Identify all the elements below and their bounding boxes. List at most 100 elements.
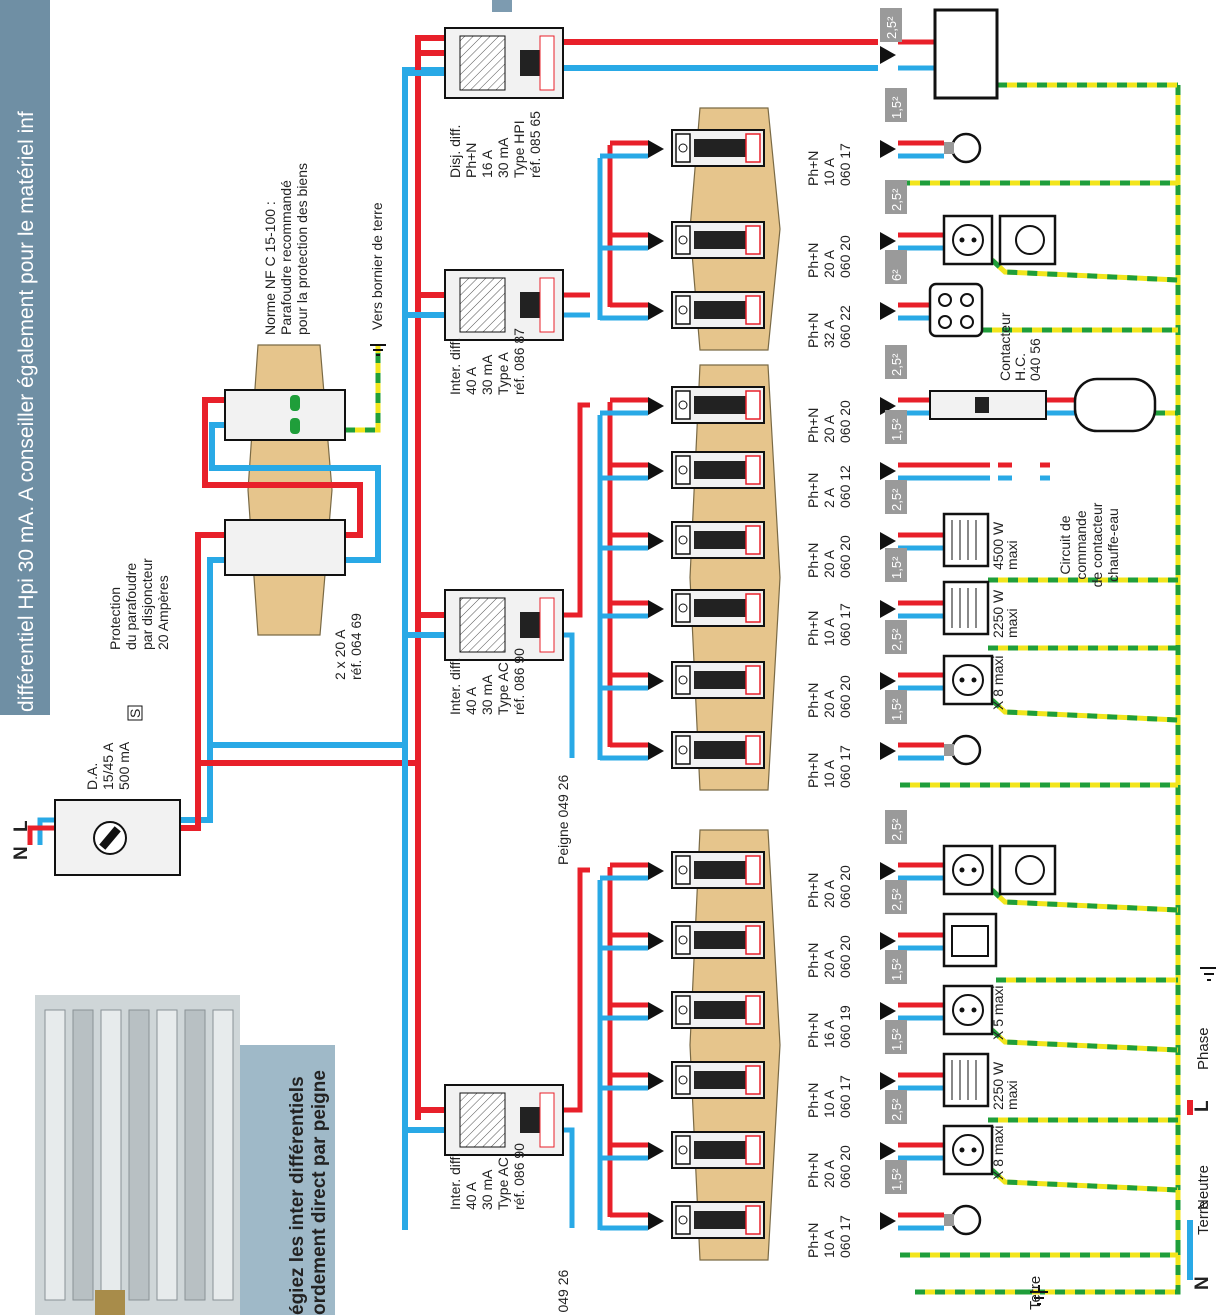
r4-c4-specs-line: Ph+N [805, 1153, 821, 1188]
main-breaker-badge-line: S [127, 709, 143, 718]
r4-c0-drum [1015, 855, 1045, 885]
rcd-r3-label-line: Inter. diff. [447, 658, 463, 715]
r4-c0-breaker-toggle [694, 861, 746, 879]
photo-module [72, 1009, 94, 1301]
photo-module [100, 1009, 122, 1301]
rcd-r4-label-line: 40 A [463, 1181, 479, 1210]
surge-norm-note-line: pour la protection des biens [294, 163, 310, 335]
r3-c4-gauge-value: 2,5² [889, 628, 904, 651]
r3-c0-breaker-flag [745, 390, 761, 420]
r2-c0-specs-line: 10 A [821, 157, 837, 186]
r4-c4-breaker-screw [678, 1145, 688, 1155]
legend-neutre-line: Neutre [1195, 1165, 1212, 1210]
r4-c2-earth-stripe [990, 1028, 1179, 1053]
r4-c0-gauge [885, 810, 907, 844]
r3-c1-breaker-toggle [694, 461, 746, 479]
rcd-r2-label-line: 40 A [463, 366, 479, 395]
r4-c0-breaker-screw [678, 865, 688, 875]
legend-phase: Phase [1195, 1027, 1212, 1070]
r4-c1-specs-line: Ph+N [805, 943, 821, 978]
r4-c4-gauge-text: 2,5² [889, 1098, 904, 1121]
peigne-r3-label-line: Peigne 049 26 [555, 774, 571, 865]
r3-c5-specs-line: 10 A [821, 759, 837, 788]
r3-c0-gauge [885, 345, 907, 379]
r4-c3-arrow-out [880, 1072, 896, 1090]
r3-c2-breaker-toggle [694, 531, 746, 549]
rcd-r2-body [459, 277, 506, 333]
r2-c2-gauge-value: 6² [889, 269, 904, 281]
earth-main-bus-stripe [915, 85, 1181, 1295]
r4-c3-breaker-screw [678, 1075, 688, 1085]
r2-c2-burner [938, 293, 952, 307]
r3-c2-specs-line: Ph+N [805, 543, 821, 578]
r3-c4-note: X 8 maxi [990, 656, 1006, 710]
r3-c0-breaker-screw [678, 400, 688, 410]
r3-c0-arrow-out [880, 397, 896, 415]
r4-c3-breaker-term [675, 1065, 691, 1095]
r2-c0-breaker-term [675, 133, 691, 163]
r3-c5-breaker-screw [678, 745, 688, 755]
r3-c0-specs-line: 060 20 [837, 400, 853, 443]
phase-bus-main [180, 760, 418, 831]
r4-c0-specs-line: 060 20 [837, 865, 853, 908]
r2-c0-breaker-screw [678, 143, 688, 153]
rcd-r3-label-line: 30 mA [479, 674, 495, 715]
r2-c2-gauge-text: 6² [889, 269, 904, 281]
r3-c4-gauge-text: 2,5² [889, 628, 904, 651]
control-circuit-label-line: chauffe-eau [1105, 508, 1121, 582]
surge-norm-note-line: Parafoudre recommandé [278, 180, 294, 335]
r3-c2-breaker-flag [745, 525, 761, 555]
r4-c0-socket-face [952, 854, 984, 886]
r3-c3-heater-icon [942, 580, 990, 636]
main-breaker-badge: S [127, 709, 143, 718]
r2-c2-specs-line: 060 22 [837, 305, 853, 348]
r3-c2-breaker-term [675, 525, 691, 555]
r3-c4-arrow-in [648, 672, 664, 690]
surge-norm-note-line: Norme NF C 15-100 : [262, 201, 278, 335]
r4-c2-note-line: X 5 maxi [990, 986, 1006, 1040]
r2-c1-pin-a [959, 237, 965, 243]
r4-c1-gauge-value: 2,5² [889, 888, 904, 911]
r2-c2-arrow-out [880, 302, 896, 320]
r3-c5-breaker-flag [745, 735, 761, 765]
hpi-arrow [880, 46, 896, 64]
r2-c2-cooktop-icon [928, 282, 984, 338]
main-breaker-handle [99, 826, 121, 850]
r4-c1-breaker-flag [745, 925, 761, 955]
r2-c2-burner [938, 315, 952, 329]
r4-c2-breaker-toggle [694, 1001, 746, 1019]
r4-c5-breaker-screw [678, 1215, 688, 1225]
r3-c4-breaker-term [675, 665, 691, 695]
contactor-label-line: Contacteur [997, 312, 1013, 381]
r3-c1-breaker-flag [745, 455, 761, 485]
r3-c4-specs-line: 20 A [821, 689, 837, 718]
photo-rail [95, 1290, 125, 1315]
legend-terre-top: Terre [1195, 1201, 1212, 1235]
r3-c5-bulb-icon [950, 734, 982, 766]
surge-neutral-link [209, 422, 381, 563]
r4-c2-gauge [885, 950, 907, 984]
r4-c1-gauge [885, 880, 907, 914]
r3-c3-gauge [885, 548, 907, 582]
control-circuit-label-line: de contacteur [1089, 502, 1105, 587]
r4-c5-bulb-base [944, 1214, 954, 1226]
surge-breaker-ref-line: réf. 064 69 [348, 613, 364, 680]
r4-c3-specs-line: 10 A [821, 1089, 837, 1118]
r4-c0-pin-a [959, 867, 965, 873]
surge-rail [247, 344, 333, 636]
legend-terre-bottom-line: Terre [1027, 1276, 1044, 1310]
r4-c3-breaker-flag [745, 1065, 761, 1095]
r4-c3-heater-icon [942, 1052, 990, 1108]
r2-c2-arrow-in [648, 302, 664, 320]
r2-c0-specs-line: Ph+N [805, 151, 821, 186]
r4-c4-specs-line: 060 20 [837, 1145, 853, 1188]
r4-c2-specs-line: 060 19 [837, 1005, 853, 1048]
